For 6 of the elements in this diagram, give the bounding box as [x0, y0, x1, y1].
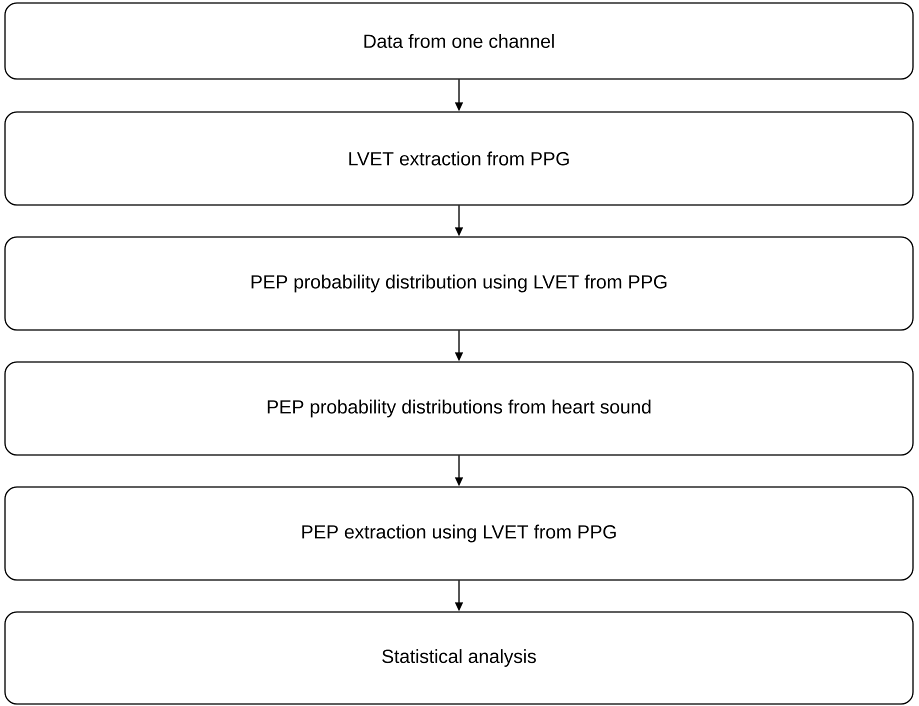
process-box: Statistical analysis	[4, 611, 914, 705]
process-box: PEP probability distributions from heart sound	[4, 361, 914, 456]
process-box: PEP probability distribution using LVET from PPG	[4, 236, 914, 331]
process-box: Data from one channel	[4, 2, 914, 80]
process-box: LVET extraction from PPG	[4, 111, 914, 206]
process-box: PEP extraction using LVET from PPG	[4, 486, 914, 581]
